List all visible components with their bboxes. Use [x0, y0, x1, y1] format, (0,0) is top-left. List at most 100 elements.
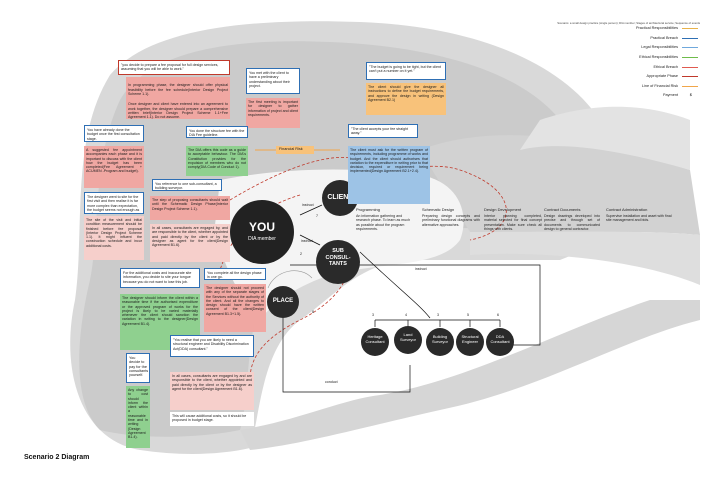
note-additional-costs: For the additional costs and inaccurate …: [120, 268, 200, 288]
flow-band-bottom: [240, 300, 700, 450]
conduct-label: conduct: [325, 380, 338, 384]
sub-consultants-circle: [316, 240, 360, 284]
sub-to-consultants-line: [359, 251, 431, 319]
note-consultants-engaged: In all cases, consultants are engaged by…: [150, 224, 230, 262]
stage-contract-documents-desc: Design drawings developed into precise a…: [544, 214, 600, 232]
instruct-arrow-sub: [299, 234, 321, 246]
note-budget-done: You have already done the budget once th…: [84, 125, 144, 142]
place-arc: [267, 270, 313, 289]
legend-label: Appropriate Phase: [646, 74, 678, 79]
legend-row: Ethical Breach: [538, 64, 700, 74]
place-down-line: [282, 318, 411, 393]
dda-consultant-label: DDA Consultant: [490, 334, 510, 344]
note-pay-consultants: You decide to pay for the consultants yo…: [126, 353, 150, 383]
step-num-3: 3: [372, 313, 374, 317]
heritage-label: Heritage Consultant: [365, 334, 385, 344]
legend-row: Legal Responsibilities: [538, 44, 700, 54]
legend-title: Scenario: a small design practice (singl…: [557, 21, 700, 25]
note-fee-appointment: A suggested fee appointment accompanies …: [84, 146, 144, 188]
legend-label: Ethical Breach: [653, 64, 678, 69]
legend-swatch: [682, 28, 698, 30]
instruct-client-label: instruct: [302, 203, 314, 207]
legend-swatch: [682, 76, 698, 78]
step-num-7: 7: [316, 214, 318, 218]
note-consultants-responsible: In all cases, consultants are engaged by…: [170, 372, 254, 410]
place-label: PLACE: [272, 298, 294, 304]
place-circle: [267, 286, 299, 318]
note-proposing-consultants: The step of proposing consultants should…: [150, 196, 230, 220]
step-num-4: 4: [405, 313, 407, 317]
stage-schematic-desc: Preparing design concepts and preliminar…: [422, 214, 480, 227]
legend-swatch: [682, 85, 698, 87]
flow-band-right-2: [470, 231, 700, 285]
legend-label: Practical Responsibilities: [636, 26, 678, 31]
note-client-instructions: The client should give the designer all …: [366, 83, 446, 115]
legend-swatch: [682, 37, 698, 39]
appropriate-phase-line-3: [219, 194, 301, 271]
you-circle: [230, 200, 294, 264]
note-any-change: Any change to cost should inform the cli…: [126, 386, 150, 448]
dia-member-label: DIA member: [248, 236, 276, 242]
you-label: YOU: [248, 220, 275, 234]
note-first-meeting: The first meeting is important for desig…: [246, 98, 300, 128]
note-accepts-fee: "The client accepts your fee straight aw…: [348, 124, 418, 138]
flow-band-right-1: [420, 135, 700, 235]
stage-administration-title: Contract Administration: [606, 207, 648, 212]
legend-label: Payment: [663, 93, 678, 98]
note-complete-design: You complete all the design phase in one…: [204, 268, 266, 280]
note-programming-phase-b: Once designer and client have entered in…: [128, 102, 228, 119]
stage-administration-desc: Supervise installation and asset with fi…: [606, 214, 672, 223]
note-fee-proposal: "you decide to prepare a fee proposal fo…: [118, 60, 230, 75]
note-fee-guideline: You done the structure fee with the DIA …: [186, 126, 248, 138]
land-surveyor-circle: [394, 326, 422, 354]
note-tight-budget: "The budget is going to be tight, but th…: [366, 62, 446, 80]
instruct-arrow-client: [299, 204, 323, 216]
stage-development-title: Design Development: [484, 207, 522, 212]
appropriate-phase-line-2: [249, 244, 349, 381]
stage-development-desc: Interior planning completed, material se…: [484, 214, 542, 232]
stage-contract-documents-title: Contract Documents: [544, 207, 581, 212]
legend-row: Practical Responsibilities: [538, 25, 700, 35]
step-num-8: 8: [312, 310, 314, 314]
instruct-sub-label: instruct: [301, 239, 313, 243]
structural-engineer-circle: [456, 328, 484, 356]
instruct-lower-label: instruct: [415, 267, 427, 271]
land-surveyor-label: Land Surveyor: [399, 332, 416, 342]
legend-row: Ethical Responsibilities: [538, 54, 700, 64]
heritage-circle: [361, 328, 389, 356]
stage-schematic-title: Schematic Design: [422, 207, 455, 212]
note-site-measurement: The site of the visit and initial condit…: [84, 216, 144, 260]
note-preliminary-meeting: You met with the client to have a prelim…: [246, 68, 300, 94]
building-surveyor-circle: [426, 328, 454, 356]
legend-row: Appropriate Phase: [538, 73, 700, 83]
note-separate-stages: The designer should not proceed with any…: [204, 284, 266, 332]
legend-label: Legal Responsibilities: [641, 45, 678, 50]
note-site-visit: The designer went to site for the first …: [84, 192, 144, 214]
note-programming-phase-a: In programming phase, the designer shoul…: [128, 83, 228, 96]
step-num-6: 6: [497, 313, 499, 317]
legend: Scenario: a small design practice (singl…: [538, 21, 700, 102]
stage-programming-title: Programming: [356, 207, 381, 212]
note-sub-consultant-reference: You reference to one sub-consultant, a b…: [152, 179, 222, 191]
sub-consultants-label: SUB CONSUL- TANTS: [325, 248, 351, 267]
structural-engineer-label: Structural Engineer: [461, 334, 479, 344]
legend-label: Line of Financial Risk: [641, 83, 678, 88]
note-programming-phase: In programming phase, the designer shoul…: [126, 77, 230, 119]
step-num-2: 2: [300, 252, 302, 256]
note-written-program: The client must ask for the written prog…: [348, 146, 430, 204]
note-additional-costs-budget: This will cause additional costs, so it …: [170, 412, 254, 426]
step-num-3b: 3: [437, 313, 439, 317]
legend-swatch: [682, 66, 698, 68]
payment-symbol-icon: $: [689, 92, 692, 98]
financial-risk-tag: Financial Risk: [276, 146, 314, 154]
flow-band-right-3: [520, 106, 690, 170]
client-label: CLIENT: [327, 194, 353, 201]
legend-label: Practical Breach: [650, 35, 678, 40]
long-right-line: [420, 264, 541, 346]
legend-label: Ethical Responsibilities: [639, 54, 678, 59]
step-num-5: 5: [467, 313, 469, 317]
legend-row: Practical Breach: [538, 35, 700, 45]
legend-swatch: [682, 47, 698, 49]
